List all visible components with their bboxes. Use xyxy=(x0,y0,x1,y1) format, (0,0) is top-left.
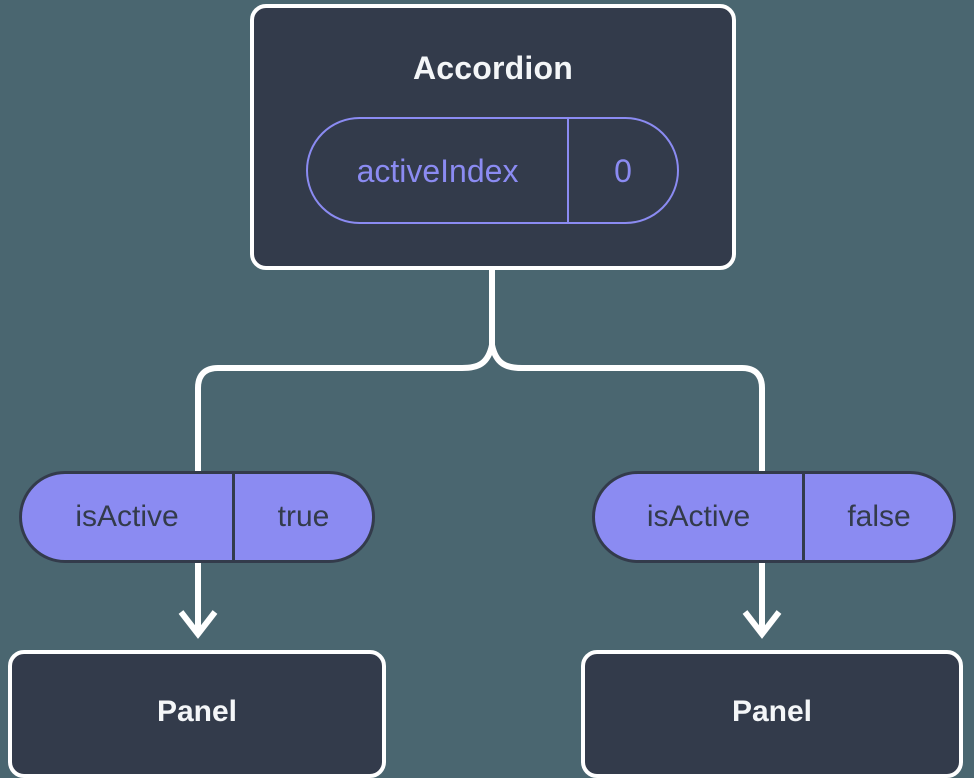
state-pill-key: activeIndex xyxy=(356,152,519,189)
accordion-component-card[interactable]: Accordion xyxy=(250,4,736,270)
connector-fork-left-branch xyxy=(195,344,495,471)
panel-left-title: Panel xyxy=(156,695,238,728)
prop-pill-right-key: isActive xyxy=(646,500,751,533)
prop-pill-isactive-false[interactable]: isActive false xyxy=(592,471,956,563)
prop-pill-left-key: isActive xyxy=(75,500,179,533)
state-pill-value: 0 xyxy=(567,119,677,222)
panel-right-title: Panel xyxy=(731,695,813,728)
prop-pill-left-value: true xyxy=(232,474,372,560)
panel-component-card-left[interactable]: Panel xyxy=(8,650,386,778)
prop-pill-right-value: false xyxy=(802,474,953,560)
arrow-head-left-icon xyxy=(178,610,218,639)
panel-component-card-right[interactable]: Panel xyxy=(581,650,963,778)
prop-pill-isactive-true[interactable]: isActive true xyxy=(19,471,375,563)
arrow-head-right-icon xyxy=(742,610,782,639)
accordion-title: Accordion xyxy=(412,50,574,86)
connector-fork-right-branch xyxy=(489,344,765,471)
state-pill-activeindex[interactable]: activeIndex 0 xyxy=(306,117,679,224)
